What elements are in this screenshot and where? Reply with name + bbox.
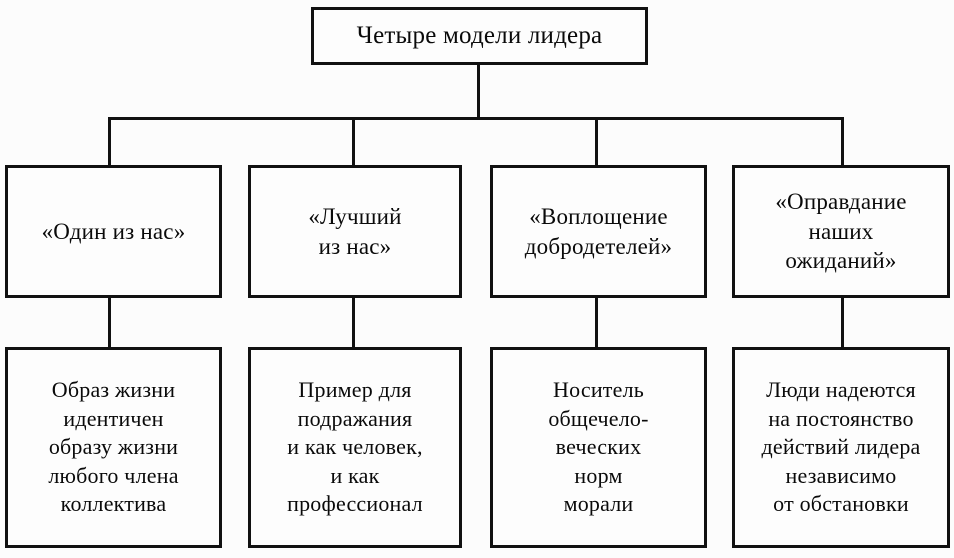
connector-drop-model-1 — [108, 117, 111, 168]
model-description-label-1: Образ жизни идентичен образу жизни любог… — [48, 377, 179, 517]
connector-drop-model-4 — [841, 117, 844, 168]
model-description-label-4: Люди надеются на постоянство действий ли… — [761, 377, 921, 517]
model-description-box-3: Носитель общечело- веческих норм морали — [490, 347, 707, 548]
model-name-box-2: «Лучший из нас» — [248, 165, 462, 298]
model-description-label-3: Носитель общечело- веческих норм морали — [548, 377, 649, 517]
model-name-box-3: «Воплощение добродетелей» — [490, 165, 707, 298]
model-description-label-2: Пример для подражания и как человек, и к… — [287, 377, 423, 517]
connector-drop-model-2 — [352, 117, 355, 168]
model-description-box-4: Люди надеются на постоянство действий ли… — [732, 347, 950, 548]
model-description-box-2: Пример для подражания и как человек, и к… — [248, 347, 462, 548]
connector-drop-model-3 — [595, 117, 598, 168]
connector-link-model-4 — [841, 296, 844, 349]
connector-link-model-3 — [595, 296, 598, 349]
model-name-box-4: «Оправдание наших ожиданий» — [732, 165, 950, 298]
model-name-label-4: «Оправдание наших ожиданий» — [775, 188, 907, 274]
root-node: Четыре модели лидера — [311, 7, 648, 65]
model-description-box-1: Образ жизни идентичен образу жизни любог… — [5, 347, 222, 548]
connector-link-model-1 — [108, 296, 111, 349]
connector-root-stem — [477, 62, 480, 120]
model-name-label-3: «Воплощение добродетелей» — [524, 203, 673, 259]
model-name-label-2: «Лучший из нас» — [308, 203, 402, 259]
model-name-box-1: «Один из нас» — [5, 165, 222, 298]
connector-horizontal-bus — [108, 117, 844, 120]
connector-link-model-2 — [352, 296, 355, 349]
model-name-label-1: «Один из нас» — [41, 218, 186, 244]
root-node-label: Четыре модели лидера — [356, 21, 603, 49]
